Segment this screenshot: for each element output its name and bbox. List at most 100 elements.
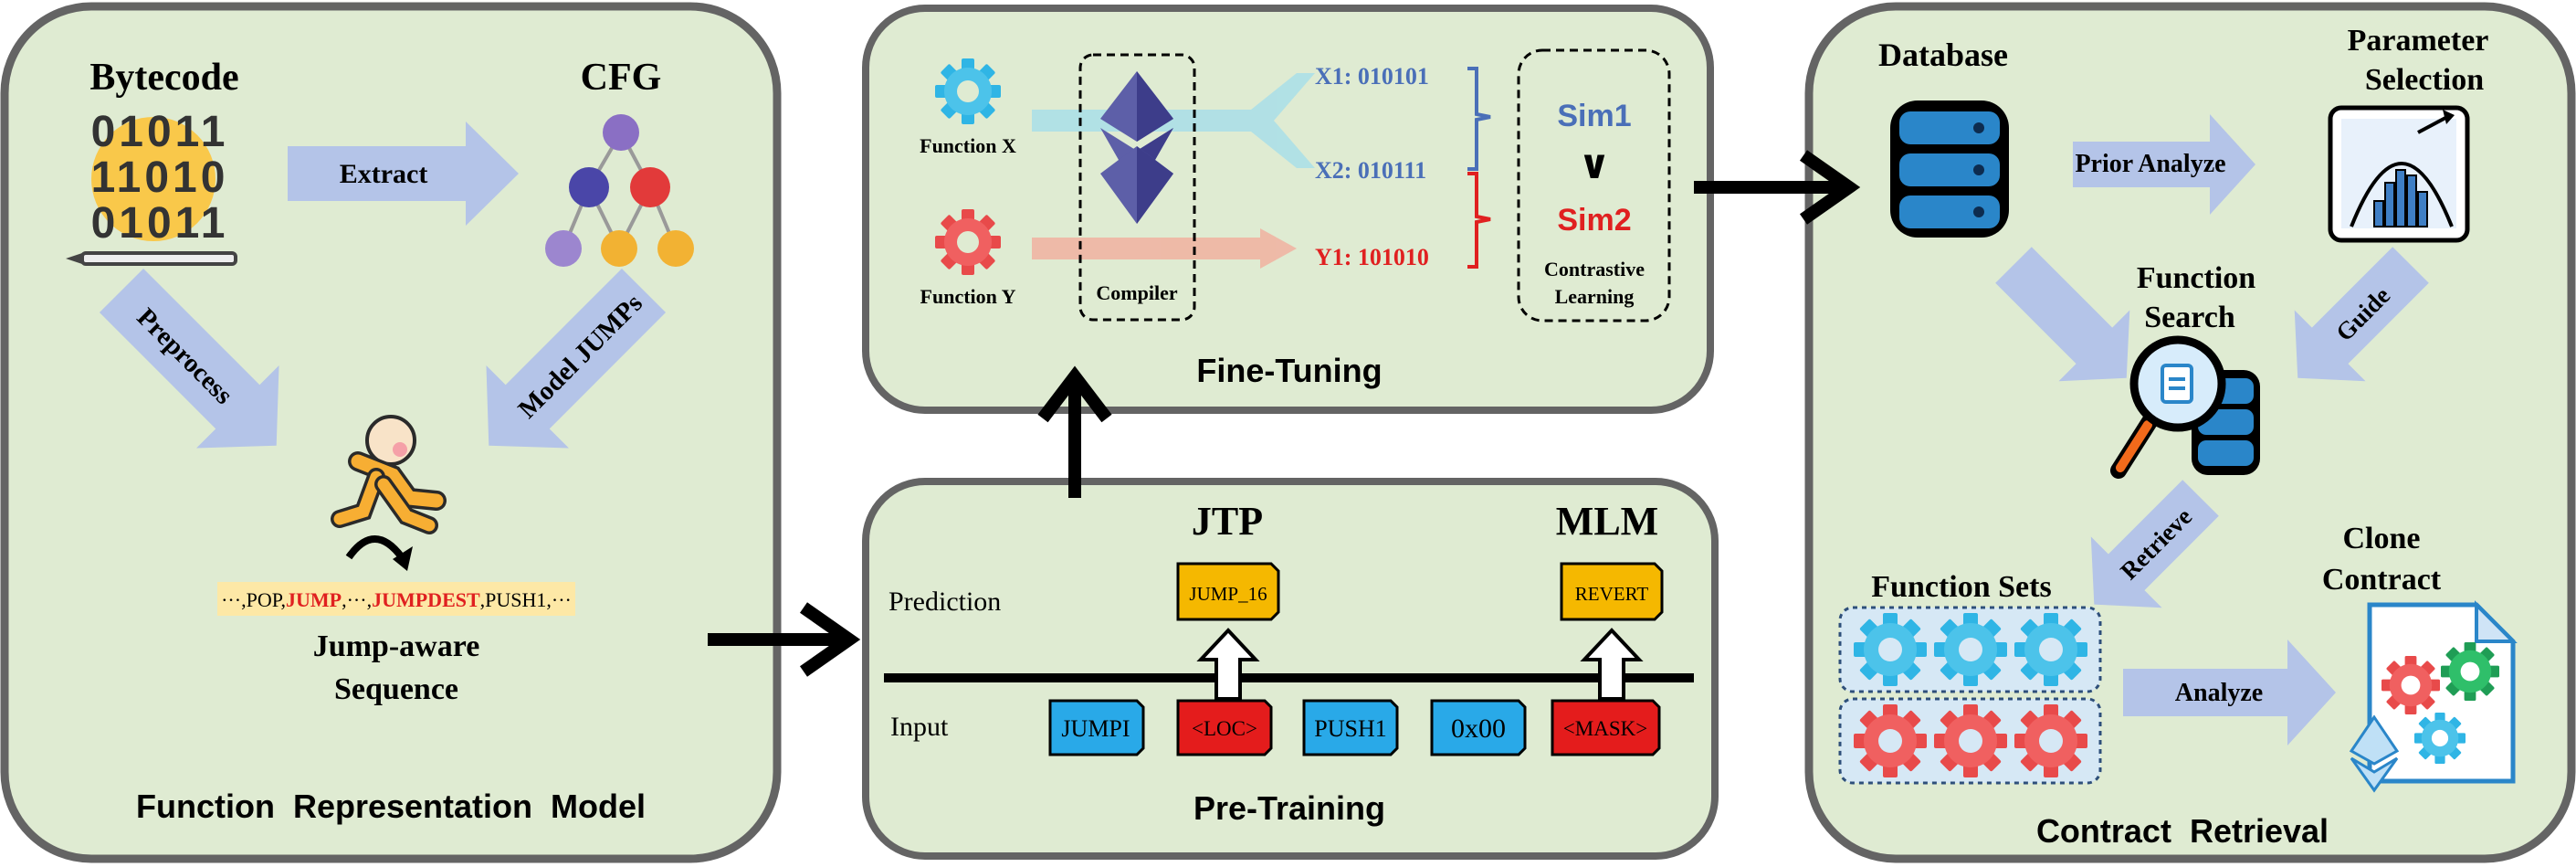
contract-document-icon [2349,600,2518,793]
input-token: <MASK> [1551,699,1661,756]
input-token-label: <MASK> [1563,717,1647,740]
binary-code-icon: 01011 11010 01011 [66,108,237,266]
clone-contract-line2: Contract [2322,563,2442,597]
analyze-label: Analyze [2175,679,2263,707]
parameter-selection-line1: Parameter [2348,24,2489,58]
compiler-box [1078,53,1196,322]
gear-hole [2039,729,2063,753]
compare-symbol: ∨ [1578,143,1611,187]
panel-title-finetuning: Fine-Tuning [1196,352,1382,389]
prior-analyze-label: Prior Analyze [2075,150,2225,178]
arrow-to-pretraining [708,602,861,677]
gear-hole [1959,638,1982,661]
contrastive-label-line1: Contrastive [1544,258,1645,280]
panel-title-pretraining: Pre-Training [1193,789,1385,827]
red-gear-icon [2014,704,2087,777]
jtp-up-arrow [1196,628,1260,701]
gear-hole [2460,661,2480,682]
green-gear-icon [2440,642,2500,701]
sequence-jumpdest: JUMPDEST [372,588,480,611]
jump-aware-sequence: ···,POP,JUMP,···,JUMPDEST,PUSH1,··· [221,588,572,611]
sim2-label: Sim2 [1557,203,1631,238]
binary-row: 01011 [91,199,229,248]
input-token-label: JUMPI [1061,715,1130,742]
sequence-jump: JUMP [286,588,342,611]
blue-gear-icon [2414,713,2466,764]
embedding-y1: Y1: 101010 [1315,244,1429,270]
blue-gear-icon [2014,613,2087,686]
input-token-label: 0x00 [1451,714,1506,744]
red-gear-icon [2381,656,2441,714]
cfg-label: CFG [581,57,662,99]
input-token: <LOC> [1176,699,1273,756]
sim1-label: Sim1 [1557,99,1631,133]
mlm-label: MLM [1556,499,1658,544]
red-gear-icon [1854,704,1927,777]
extract-label: Extract [340,159,428,189]
panel-title-retrieval: Contract Retrieval [2036,812,2329,850]
contrastive-label-line2: Learning [1555,285,1635,308]
sequence-caption-line1: Jump-aware [313,629,480,663]
ethereum-logo-icon [1100,71,1173,224]
gear-hole [2431,729,2449,747]
clone-contract-line1: Clone [2343,522,2421,555]
embedding-x1: X1: 010101 [1315,63,1429,90]
compiler-label: Compiler [1096,281,1177,304]
panel-fine-tuning [862,5,1714,414]
prior-analyze-arrow: Prior Analyze [2073,114,2255,215]
ethereum-logo-icon [2349,714,2400,793]
sequence-caption-line2: Sequence [334,672,458,706]
brace-y [1467,172,1491,269]
database-to-search-arrow [1995,247,2130,382]
brace-x [1467,67,1491,171]
extract-arrow: Extract [288,122,519,226]
function-y-gear-icon [935,209,1001,275]
input-token-label: <LOC> [1192,717,1257,740]
prediction-label: Prediction [888,587,1001,617]
function-sets-label: Function Sets [1871,570,2051,604]
sequence-suffix: ,PUSH1,··· [480,588,572,611]
function-y-label: Function Y [920,285,1016,308]
blue-gear-icon [1854,613,1927,686]
blue-gear-icon [1934,613,2007,686]
gear-hole [1959,729,1982,753]
prediction-token: JUMP_16 [1176,562,1280,621]
sequence-mid: ,···, [342,588,372,611]
search-database-icon [2110,335,2260,479]
jtp-label: JTP [1192,499,1263,544]
sequence-highlight [217,582,575,616]
red-gear-icon [1934,704,2007,777]
gear-hole [1878,729,1902,753]
function-x-label: Function X [920,134,1016,157]
input-token: PUSH1 [1302,699,1399,756]
input-token: JUMPI [1048,699,1145,756]
gear-hole [2401,675,2421,695]
gear-hole [1878,638,1902,661]
contrastive-box [1517,48,1671,322]
prediction-token-label: REVERT [1575,583,1649,605]
function-y-flow-arrow [1032,228,1297,269]
bytecode-label: Bytecode [89,57,238,99]
input-token: 0x00 [1430,699,1527,756]
binary-row: 11010 [91,153,229,202]
gear-hole [2039,638,2063,661]
mlm-up-arrow [1580,628,1644,701]
arrow-pretraining-to-finetuning [1037,365,1112,498]
embedding-x2: X2: 010111 [1315,157,1426,184]
prediction-token: REVERT [1560,562,1664,621]
input-token-label: PUSH1 [1314,715,1386,742]
panel-pre-training [862,478,1719,860]
sequence-prefix: ···,POP, [221,588,286,611]
arrow-to-retrieval [1694,150,1861,225]
parameter-selection-line2: Selection [2365,63,2484,97]
cfg-graph-icon [545,114,694,267]
input-label: Input [890,712,949,742]
database-icon [1890,100,2009,238]
binary-row: 01011 [91,108,229,156]
analyze-arrow: Analyze [2123,640,2336,745]
panel-title-frm: Function Representation Model [136,788,646,825]
function-search-line2: Search [2144,301,2235,334]
prediction-token-label: JUMP_16 [1189,583,1267,605]
function-x-gear-icon [935,58,1001,124]
